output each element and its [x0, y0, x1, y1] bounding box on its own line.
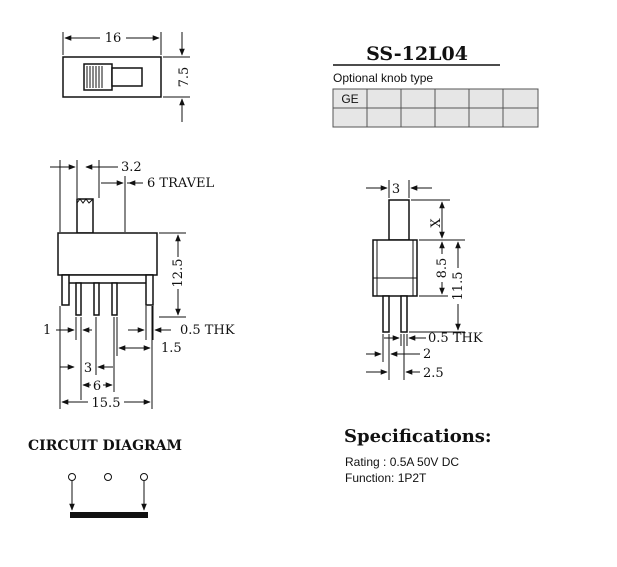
model-title: SS-12L04 — [366, 43, 468, 65]
side-actuator — [388, 199, 410, 241]
dim-x: X — [429, 218, 444, 228]
dim-thk-front: 0.5 THK — [180, 323, 235, 338]
dim-12-5: 12.5 — [171, 259, 186, 288]
knob-ridges — [86, 66, 103, 88]
spec-heading: Specifications: — [344, 426, 492, 447]
front-body — [57, 232, 158, 276]
dim-pin-width: 1 — [43, 323, 51, 338]
dim-6: 6 — [93, 379, 101, 394]
side-pins — [382, 295, 408, 333]
knob-type-label: Optional knob type — [333, 71, 433, 85]
dim-side-knob: 3 — [392, 182, 400, 197]
terminal-left — [68, 473, 76, 481]
dim-15-5: 15.5 — [92, 396, 121, 411]
specifications: Specifications: Rating : 0.5A 50V DC Fun… — [344, 426, 492, 485]
side-view: 3 X 8.5 11.5 0.5 THK 2 2.5 — [366, 180, 483, 381]
top-view-knob — [83, 63, 113, 91]
dim-1-5: 1.5 — [161, 341, 182, 356]
dim-pitch: 3 — [84, 361, 92, 376]
front-pins — [61, 274, 154, 316]
dim-travel: 6 TRAVEL — [147, 176, 214, 191]
circuit-diagram: CIRCUIT DIAGRAM — [28, 438, 182, 518]
slider-contact — [70, 512, 148, 518]
dim-3-2: 3.2 — [121, 160, 142, 175]
top-width-label: 16 — [105, 31, 122, 46]
terminal-right — [140, 473, 148, 481]
side-body — [372, 239, 418, 297]
front-actuator — [76, 198, 94, 234]
top-height-label: 7.5 — [177, 67, 192, 88]
top-view: 16 7.5 — [62, 30, 192, 122]
circuit-title: CIRCUIT DIAGRAM — [28, 438, 182, 454]
dim-thk-side: 0.5 THK — [428, 331, 483, 346]
dim-8-5: 8.5 — [435, 258, 450, 279]
dim-2-5: 2.5 — [423, 366, 444, 381]
dim-2: 2 — [423, 347, 431, 362]
dim-11-5: 11.5 — [451, 272, 466, 301]
knob-cell-ge: GE — [341, 92, 358, 106]
spec-function: Function: 1P2T — [345, 471, 427, 485]
terminal-center — [104, 473, 112, 481]
spec-rating: Rating : 0.5A 50V DC — [345, 455, 459, 469]
front-view: 3.2 6 TRAVEL 12.5 1 0.5 THK 1.5 3 — [43, 160, 235, 411]
knob-table: GE — [332, 88, 539, 128]
